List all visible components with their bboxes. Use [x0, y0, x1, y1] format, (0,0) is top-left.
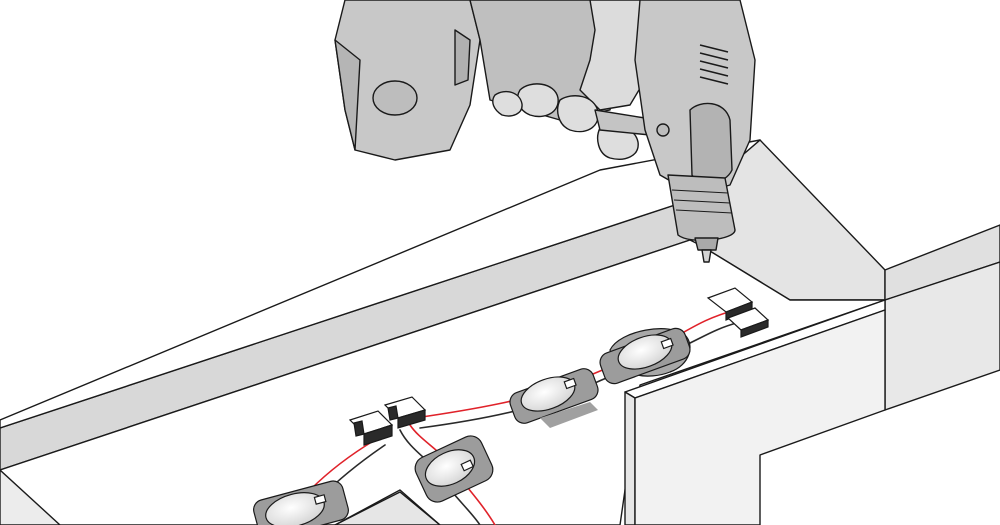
lower-inner-edge: [334, 489, 441, 525]
channel-letter: [0, 139, 1000, 525]
drill-chuck: [667, 174, 736, 242]
left-front-wall: [0, 469, 61, 525]
drill-screw: [656, 123, 670, 137]
wire-connector: [348, 410, 394, 446]
finger: [557, 95, 599, 133]
right-wall: [884, 224, 1000, 301]
thumb: [492, 90, 523, 117]
led-module: [253, 480, 349, 525]
inner-block-front: [624, 391, 636, 525]
led-module: [414, 435, 494, 503]
chuck-rings: [671, 189, 733, 214]
lower-inner-wall: [334, 491, 441, 525]
drill-motor-shade: [689, 102, 733, 184]
led-module: [599, 327, 691, 385]
drill-bit-collar: [694, 237, 719, 251]
wire-connector: [726, 307, 770, 338]
finger: [517, 83, 559, 118]
drill-vents: [699, 44, 729, 85]
drill-battery-clip: [454, 29, 471, 86]
cordless-drill: [334, 0, 756, 263]
led-modules: [253, 327, 691, 525]
connectors: [348, 31, 770, 446]
led-module: [509, 368, 599, 428]
drill-bit: [701, 249, 712, 263]
inner-block-side: [634, 309, 886, 525]
wire-connector: [383, 396, 427, 429]
drill-battery-button: [372, 80, 418, 116]
drill-battery-side: [334, 39, 361, 151]
